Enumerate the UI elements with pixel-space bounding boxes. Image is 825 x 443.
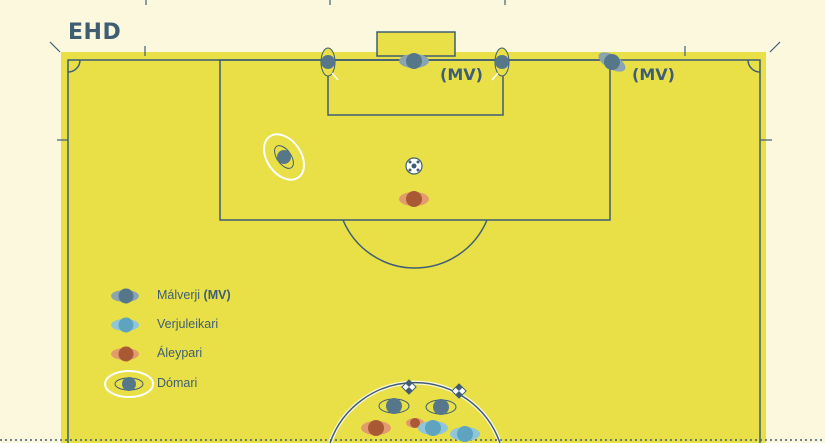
ball [406, 158, 422, 174]
legend-label-referee: Dómari [157, 376, 197, 390]
mv-label-near: (MV) [440, 65, 483, 84]
legend-label-defender: Verjuleikari [157, 317, 218, 331]
mv-label-far: (MV) [632, 65, 675, 84]
legend-label-goal-judge: Málverji (MV) [157, 288, 231, 302]
diagram-title: EHD [68, 20, 121, 45]
goal [377, 32, 455, 56]
legend-label-attacker: Áleypari [157, 346, 202, 360]
